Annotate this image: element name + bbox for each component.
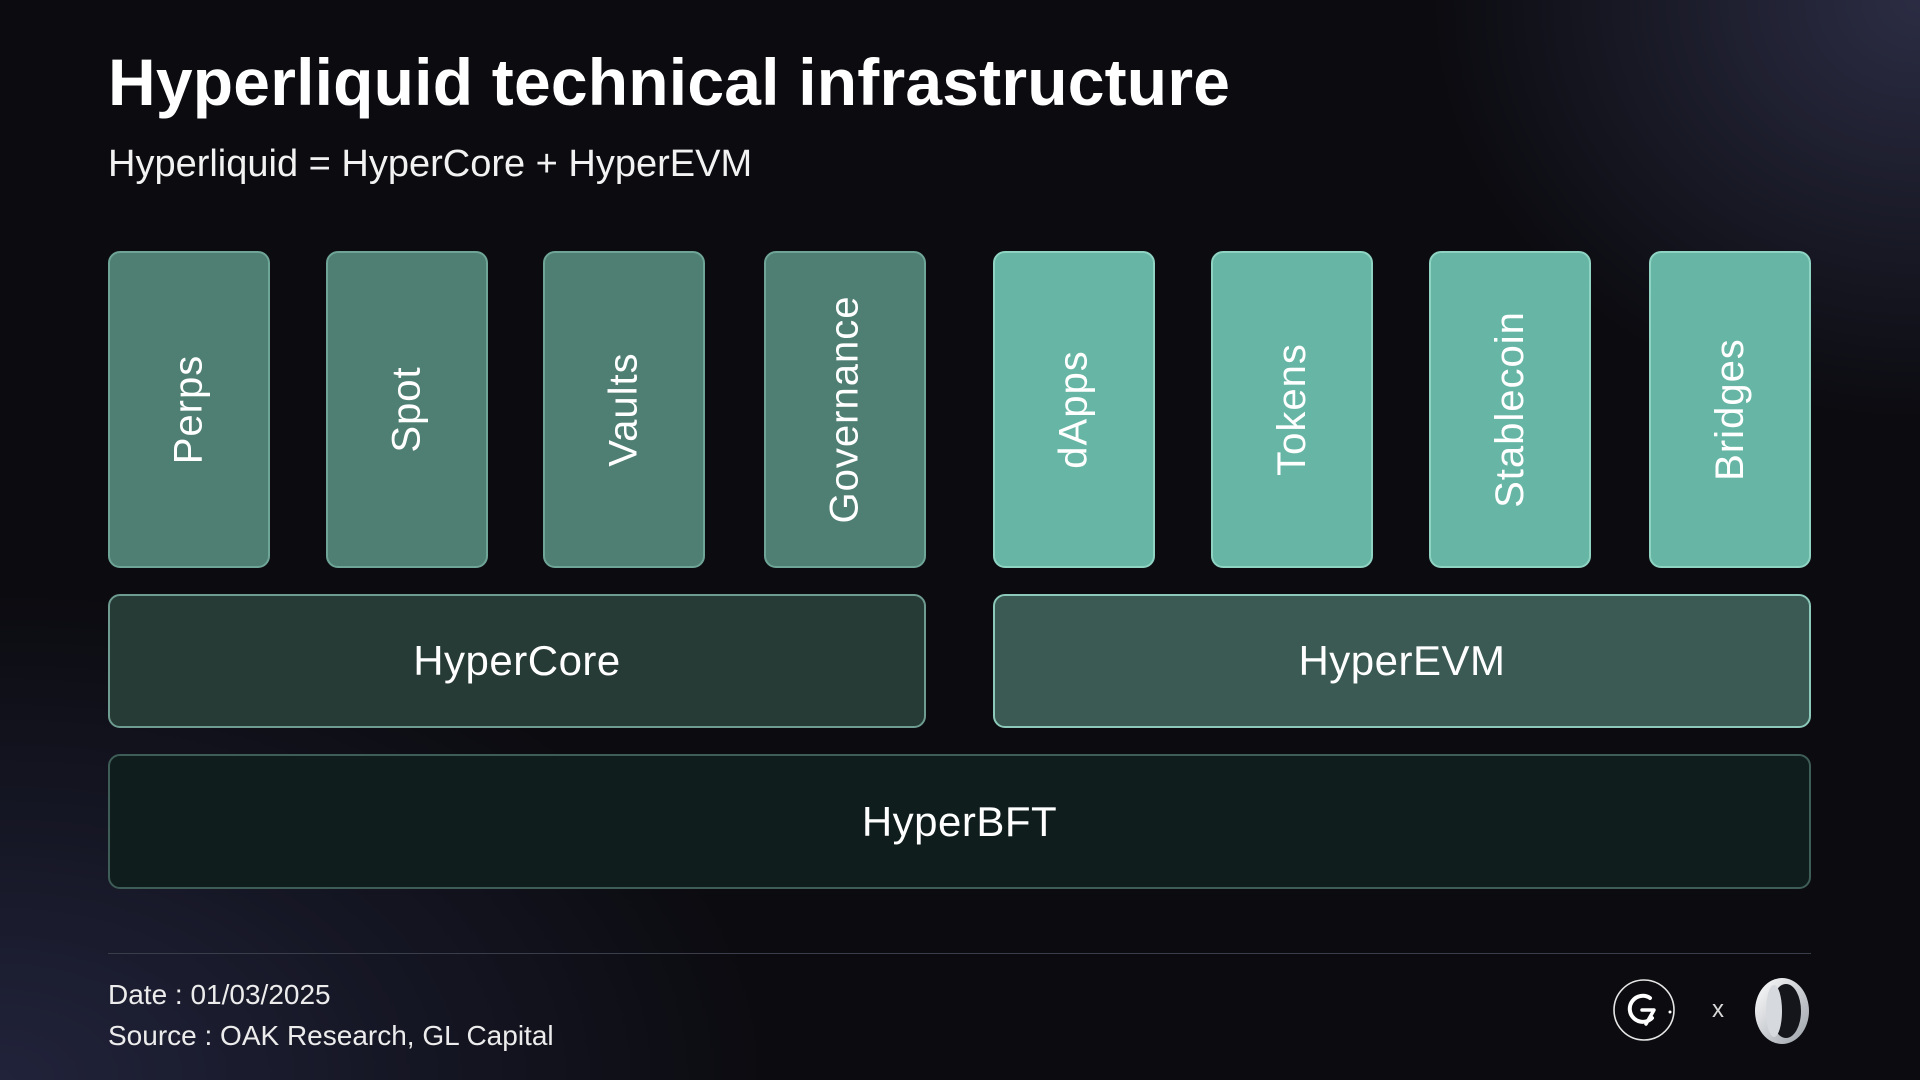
hyperbft-layer: HyperBFT [108, 754, 1811, 889]
component-tokens: Tokens [1211, 251, 1373, 568]
hypercore-layer: HyperCore [108, 594, 926, 728]
component-spot: Spot [326, 251, 488, 568]
component-bridges: Bridges [1649, 251, 1811, 568]
page-subtitle: Hyperliquid = HyperCore + HyperEVM [108, 143, 753, 185]
component-dapps: dApps [993, 251, 1155, 568]
component-label: Tokens [1269, 343, 1314, 476]
hypercore-label: HyperCore [413, 637, 621, 684]
component-governance: Governance [764, 251, 926, 568]
component-label: Governance [822, 295, 867, 524]
hyperbft-label: HyperBFT [861, 797, 1058, 845]
logo-separator: x [1712, 996, 1724, 1023]
component-label: Bridges [1707, 338, 1752, 481]
oak-research-logo-icon [1755, 978, 1809, 1044]
footer-source: Source : OAK Research, GL Capital [108, 1020, 554, 1051]
hyperevm-layer: HyperEVM [993, 594, 1811, 728]
gl-capital-logo-icon [1613, 979, 1675, 1041]
component-label: dApps [1051, 350, 1096, 469]
component-label: Perps [166, 354, 211, 465]
component-label: Stablecoin [1487, 311, 1532, 508]
component-label: Spot [384, 366, 429, 453]
component-vaults: Vaults [543, 251, 705, 568]
footer-date: Date : 01/03/2025 [108, 979, 331, 1010]
component-perps: Perps [108, 251, 270, 568]
hyperevm-label: HyperEVM [1298, 637, 1506, 684]
component-label: Vaults [601, 352, 646, 467]
footer-divider [108, 953, 1811, 954]
component-stablecoin: Stablecoin [1429, 251, 1591, 568]
page-title: Hyperliquid technical infrastructure [108, 45, 1231, 119]
